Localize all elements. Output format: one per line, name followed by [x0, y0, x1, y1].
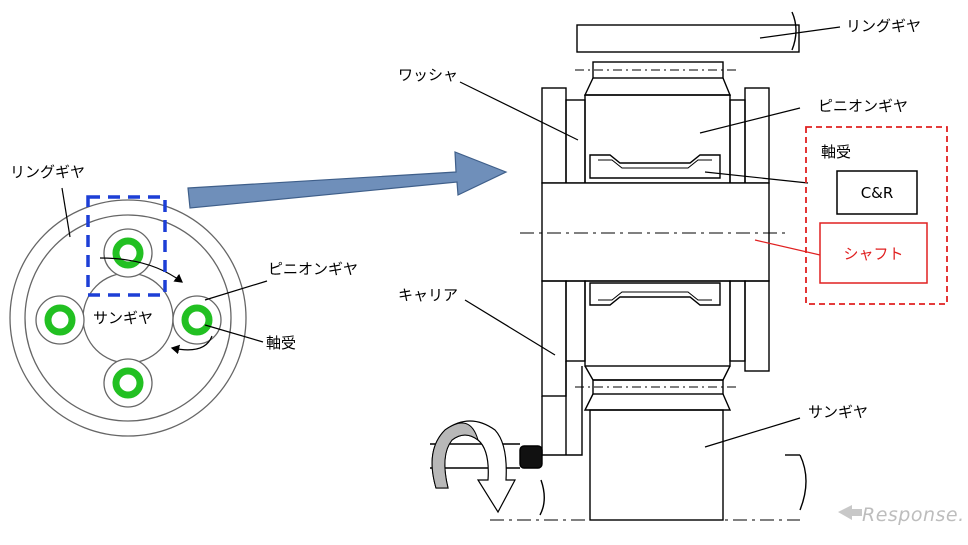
leader-left-bearing [204, 324, 264, 343]
bearing-upper [589, 154, 721, 179]
label-right-sun-gear: サンギヤ [808, 403, 869, 421]
label-right-pinion-gear: ピニオンギヤ [818, 97, 909, 115]
leader-left-ring [61, 187, 71, 238]
bearing-lower [589, 282, 721, 306]
pinion-left [35, 295, 85, 345]
leader-left-pinion [204, 280, 268, 301]
shaft [541, 182, 770, 282]
left-gear-set [9, 187, 268, 437]
label-bearing-group: 軸受 [821, 143, 852, 161]
carrier [541, 366, 583, 456]
response-logo-mark [838, 505, 862, 520]
label-washer: ワッシャ [398, 66, 459, 84]
rotation-arrow-top [99, 257, 183, 283]
cross-section [430, 11, 807, 521]
ring-gear-outer [9, 199, 247, 437]
pinion-lower-body [584, 280, 731, 367]
label-cr: C&R [860, 183, 894, 202]
label-left-sun-gear: サンギヤ [93, 309, 154, 327]
ring-gear-bar [576, 24, 800, 53]
ring-gear-inner [24, 214, 232, 422]
bearing-group-box [805, 126, 948, 305]
label-left-ring-gear: リングギヤ [10, 163, 86, 181]
washer-left-upper [541, 87, 567, 184]
pinion-bottom [103, 358, 153, 408]
pinion-upper-body [584, 94, 731, 184]
washer-left-lower [541, 280, 567, 397]
washer-right-upper [744, 87, 770, 184]
sun-gear-body [583, 393, 732, 411]
label-carrier: キャリア [398, 286, 459, 304]
highlight-box [86, 195, 167, 297]
pinion-top [103, 228, 153, 278]
pinion-right [172, 295, 222, 345]
watermark: Response. [862, 504, 965, 526]
zoom-arrow [187, 151, 508, 209]
label-left-bearing: 軸受 [266, 334, 297, 352]
washer-right-lower [744, 280, 770, 372]
rotation-arrow-right [170, 335, 213, 355]
right-leaders [459, 26, 841, 448]
label-right-ring-gear: リングギヤ [846, 17, 922, 35]
cr-box [836, 170, 918, 215]
label-left-pinion-gear: ピニオンギヤ [268, 260, 359, 278]
label-shaft: シャフト [843, 244, 904, 263]
shaft-box [819, 222, 928, 284]
